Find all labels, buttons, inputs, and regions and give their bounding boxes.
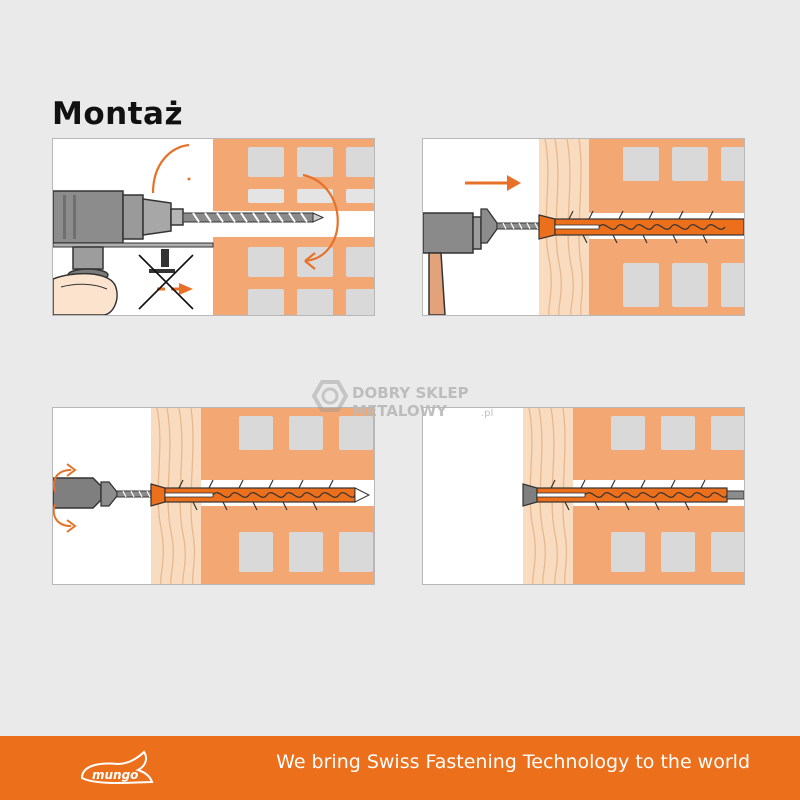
watermark-line2: METALOWY [352, 402, 448, 420]
logo-text: mungo [92, 768, 138, 782]
watermark-line1: DOBRY SKLEP [352, 384, 469, 402]
screw-icon [726, 490, 744, 500]
step-installed-illustration [522, 408, 744, 584]
screw-icon [480, 208, 544, 244]
brick-wall [213, 139, 374, 315]
footer-bar: mungo We bring Swiss Fastening Technolog… [0, 736, 800, 800]
step-insert-panel [422, 138, 745, 316]
screw-icon [100, 481, 158, 507]
hex-nut-icon [311, 380, 349, 412]
step-installed-panel [422, 407, 745, 585]
mungo-logo: mungo [80, 750, 154, 784]
step-drill-panel [52, 138, 375, 316]
drill-icon [53, 190, 325, 315]
screwdriver-icon [53, 477, 102, 509]
no-hammer-mode-icon [138, 249, 194, 310]
watermark-logo: DOBRY SKLEP METALOWY .pl [311, 380, 493, 420]
footer-tagline: We bring Swiss Fastening Technology to t… [276, 751, 750, 773]
dowel-icon [538, 210, 744, 244]
step-drill-illustration [53, 139, 374, 315]
dowel-icon [150, 479, 371, 511]
step-screw-panel [52, 407, 375, 585]
push-direction-arrow-icon [465, 175, 521, 191]
watermark-suffix: .pl [481, 408, 493, 419]
rotation-arrow-icon [53, 463, 77, 533]
step-screw-illustration [53, 408, 374, 584]
page-title: Montaż [52, 96, 183, 132]
rotation-arrow-icon [151, 143, 339, 270]
step-insert-illustration [423, 139, 744, 315]
hammer-icon [423, 212, 482, 315]
